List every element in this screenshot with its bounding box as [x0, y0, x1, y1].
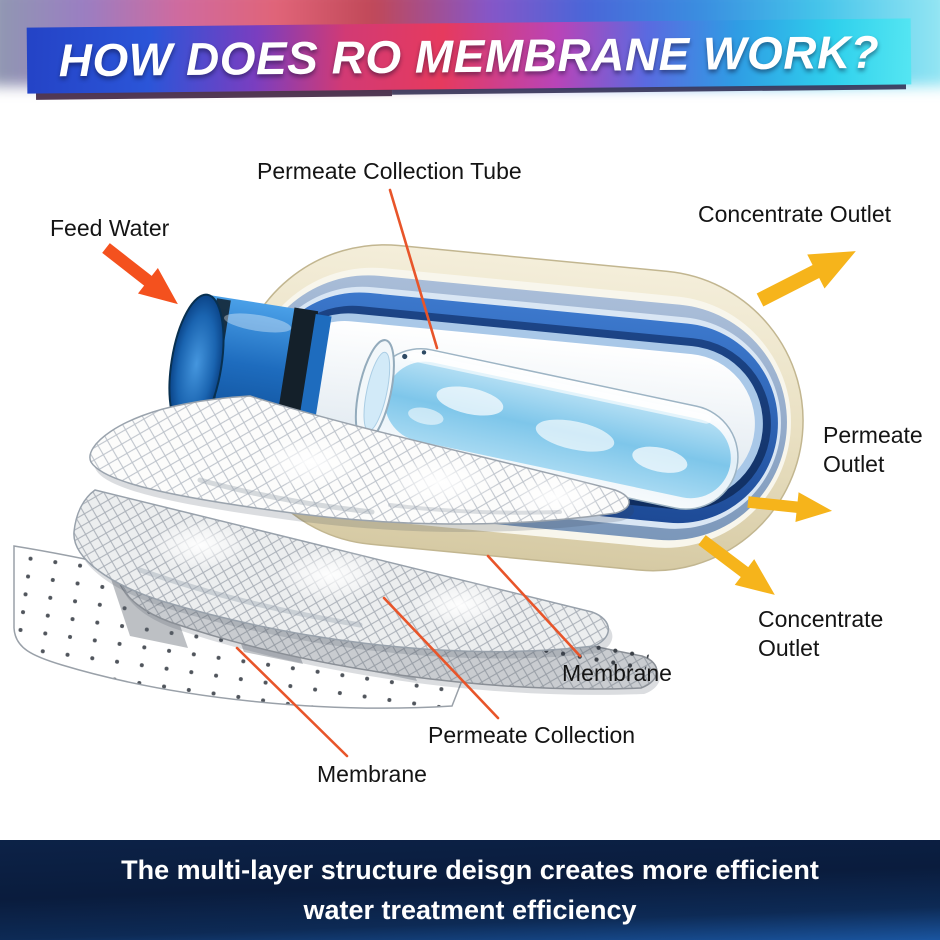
- cap-gloss-highlight: [224, 313, 292, 333]
- permeate-outlet-label: Permeate Outlet: [823, 422, 923, 478]
- permeate-collection-label: Permeate Collection: [428, 722, 636, 748]
- page-title: HOW DOES RO MEMBRANE WORK?: [58, 25, 880, 87]
- sheet2-fold-line: [137, 567, 363, 628]
- footer-text-line-1: The multi-layer structure deisgn creates…: [121, 854, 819, 885]
- concentrate-outlet-top-label: Concentrate Outlet: [698, 201, 892, 227]
- concentrate-outlet-arrow-top-icon: [751, 234, 865, 317]
- tube-frost-3: [632, 446, 688, 473]
- sheet1-fold-line-1: [197, 477, 375, 515]
- sheet1-fold-line-2: [388, 503, 562, 515]
- footer-banner: The multi-layer structure deisgn creates…: [0, 840, 940, 940]
- header-banner: HOW DOES RO MEMBRANE WORK?: [26, 18, 912, 94]
- footer-text-line-2: water treatment efficiency: [303, 895, 637, 925]
- tube-perforation-1: [402, 353, 408, 360]
- leader-line-permeate-collection-tube: [388, 188, 439, 350]
- sheet2-bump-3: [410, 581, 510, 629]
- leader-line-membrane-lower: [235, 646, 349, 758]
- sheet2-bump-2: [275, 549, 385, 601]
- tube-frost-1: [436, 386, 504, 416]
- feed-water-label: Feed Water: [50, 215, 170, 241]
- sheet1-bump-1: [255, 436, 365, 488]
- membrane-upper-label: Membrane: [562, 660, 672, 686]
- sheet1-bump-3: [507, 475, 603, 519]
- tube-highlight: [407, 352, 712, 424]
- leader-lines: [235, 188, 582, 758]
- concentrate-outlet-bottom-label: Concentrate Outlet: [758, 606, 884, 662]
- sheet2-bump-1: [150, 521, 250, 569]
- permeate-collection-tube-label: Permeate Collection Tube: [257, 158, 522, 184]
- tube-frost-4: [408, 407, 444, 425]
- unrolled-layer-stack: [13, 395, 660, 709]
- tube-frost-2: [535, 419, 615, 452]
- sheet1-bump-2: [380, 454, 500, 510]
- leader-line-membrane-upper: [486, 554, 582, 658]
- permeate-collection-tube: [354, 339, 739, 510]
- membrane-lower-label: Membrane: [317, 761, 427, 787]
- tube-perforation-3: [421, 350, 427, 355]
- feed-water-arrow-icon: [96, 235, 188, 317]
- leader-line-permeate-collection: [382, 596, 500, 720]
